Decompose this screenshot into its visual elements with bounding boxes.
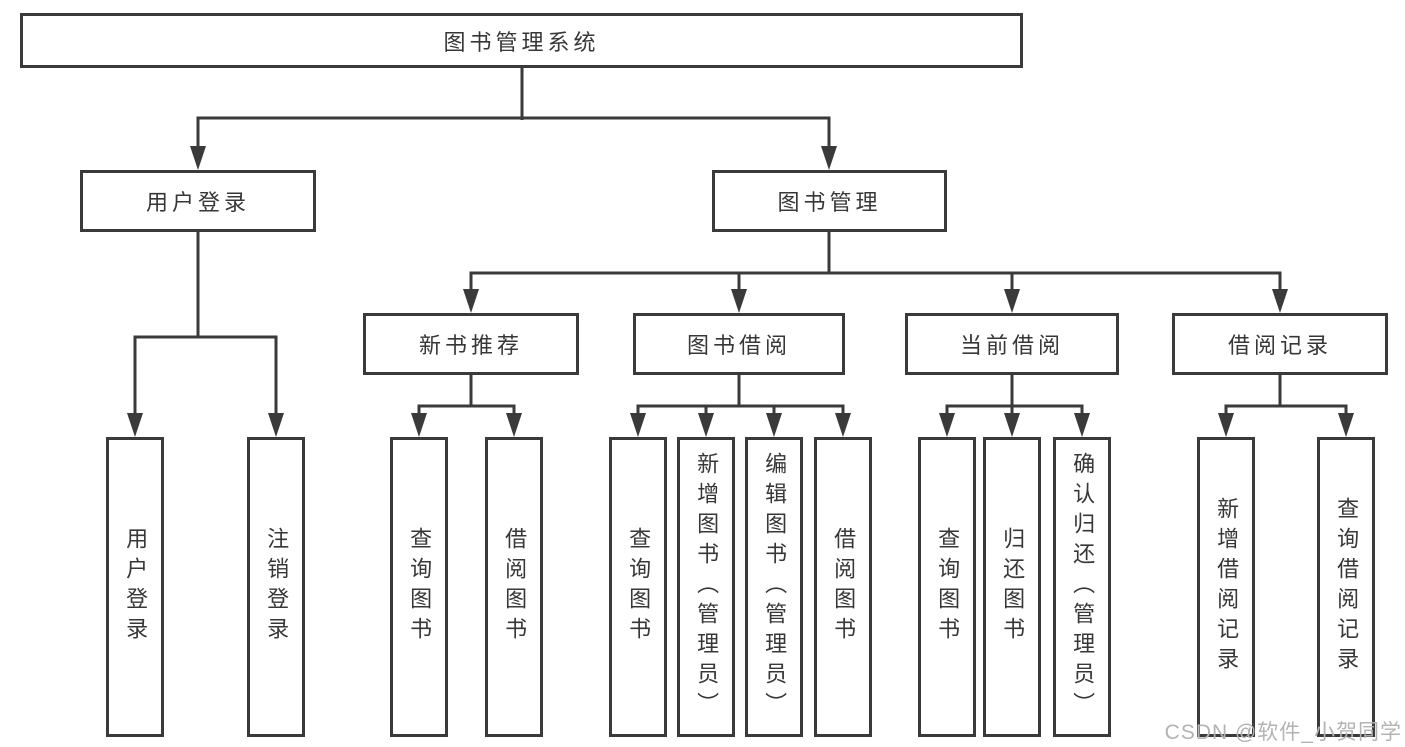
arrowhead-down-icon <box>766 413 782 437</box>
leaf-label: 新增借阅记录 <box>1214 497 1240 677</box>
leaf-edit-book-admin: 编辑图书（管理员） <box>745 437 803 737</box>
connector-level2-branch <box>196 116 831 150</box>
arrowhead-down-icon <box>698 413 714 437</box>
arrowhead-down-icon <box>127 413 143 437</box>
leaf-query-books-recommend: 查询图书 <box>390 437 448 737</box>
leaf-label: 注销登录 <box>264 527 290 647</box>
leaf-query-books-current: 查询图书 <box>918 437 976 737</box>
leaf-add-book-admin: 新增图书（管理员） <box>677 437 735 737</box>
leaf-label: 查询图书 <box>407 527 433 647</box>
leaf-return-books: 归还图书 <box>983 437 1041 737</box>
arrowhead-down-icon <box>1004 413 1020 437</box>
node-library-management-system: 图书管理系统 <box>20 13 1023 68</box>
arrowhead-down-icon <box>1272 289 1288 313</box>
leaf-label: 查询图书 <box>935 527 961 647</box>
leaf-add-borrow-record: 新增借阅记录 <box>1197 437 1255 737</box>
leaf-label: 新增图书（管理员） <box>694 452 720 722</box>
leaf-user-login: 用户登录 <box>106 437 164 737</box>
connector-recommend-branch <box>417 404 516 418</box>
leaf-label: 归还图书 <box>1000 527 1026 647</box>
arrowhead-down-icon <box>1004 289 1020 313</box>
arrowheads-group <box>127 146 1354 437</box>
arrowhead-down-icon <box>731 289 747 313</box>
arrowhead-down-icon <box>939 413 955 437</box>
leaf-confirm-return-admin: 确认归还（管理员） <box>1053 437 1111 737</box>
arrowhead-down-icon <box>1218 413 1234 437</box>
leaf-label: 确认归还（管理员） <box>1070 452 1096 722</box>
leaf-logout: 注销登录 <box>247 437 305 737</box>
connector-userlogin-branch <box>133 335 278 418</box>
leaf-query-books-borrowing: 查询图书 <box>609 437 667 737</box>
leaf-label: 用户登录 <box>123 527 149 647</box>
arrowhead-down-icon <box>835 413 851 437</box>
leaf-borrow-books-recommend: 借阅图书 <box>485 437 543 737</box>
leaf-label: 查询图书 <box>626 527 652 647</box>
connector-borrowing-branch <box>636 404 845 418</box>
node-book-management: 图书管理 <box>712 170 947 232</box>
arrowhead-down-icon <box>1074 413 1090 437</box>
watermark: CSDN @软件_小贺同学 <box>1164 721 1402 744</box>
arrowhead-down-icon <box>190 146 206 170</box>
leaf-label: 查询借阅记录 <box>1334 497 1360 677</box>
node-current-borrowing: 当前借阅 <box>905 313 1119 375</box>
leaf-label: 借阅图书 <box>502 527 528 647</box>
arrowhead-down-icon <box>411 413 427 437</box>
arrowhead-down-icon <box>821 146 837 170</box>
connector-records-branch <box>1224 404 1348 418</box>
connector-lines <box>133 68 1348 418</box>
arrowhead-down-icon <box>463 289 479 313</box>
leaf-label: 借阅图书 <box>831 527 857 647</box>
arrowhead-down-icon <box>630 413 646 437</box>
leaf-query-borrow-record: 查询借阅记录 <box>1317 437 1375 737</box>
arrowhead-down-icon <box>268 413 284 437</box>
node-borrowing-records: 借阅记录 <box>1172 313 1388 375</box>
node-user-login-branch: 用户登录 <box>80 170 316 232</box>
connector-current-branch <box>945 404 1084 418</box>
leaf-label: 编辑图书（管理员） <box>762 452 788 722</box>
connector-level3-branch <box>469 271 1282 293</box>
leaf-borrow-books-borrowing: 借阅图书 <box>814 437 872 737</box>
node-new-book-recommendation: 新书推荐 <box>363 313 579 375</box>
arrowhead-down-icon <box>506 413 522 437</box>
node-book-borrowing: 图书借阅 <box>633 313 845 375</box>
arrowhead-down-icon <box>1338 413 1354 437</box>
